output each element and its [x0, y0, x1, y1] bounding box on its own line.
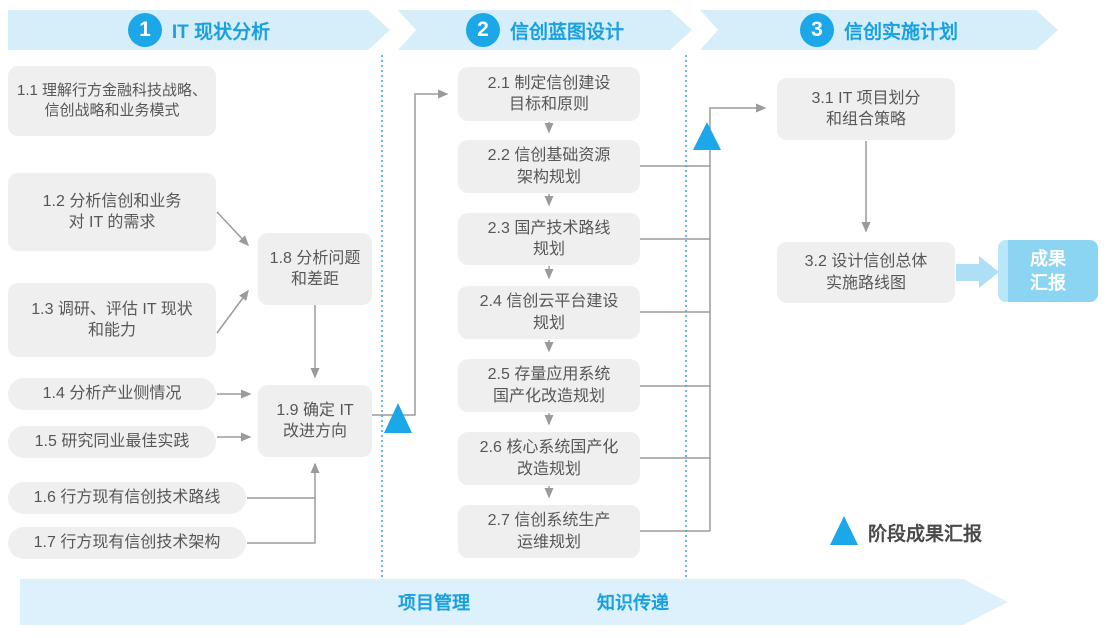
task-text: 和能力 — [87, 322, 136, 339]
task-text: 对 IT 的需求 — [68, 214, 156, 231]
task-box-1-3: 1.3 调研、评估 IT 现状 和能力 — [8, 283, 216, 357]
task-box-1-8: 1.8 分析问题 和差距 — [258, 233, 372, 305]
task-text: 2.3 国产技术路线 — [487, 219, 611, 237]
task-text: 实施路线图 — [825, 274, 906, 292]
task-box-1-4: 1.4 分析产业侧情况 — [8, 378, 216, 410]
task-text: 架构规划 — [516, 168, 581, 186]
result-text: 成果 — [1030, 248, 1066, 269]
task-text: 目标和原则 — [508, 96, 589, 113]
task-text: 2.6 核心系统国产化 — [479, 439, 619, 457]
task-text: 2.1 制定信创建设 — [487, 74, 611, 92]
task-text: 和差距 — [290, 271, 339, 288]
task-box-1-9: 1.9 确定 IT 改进方向 — [258, 385, 372, 457]
phase-2-title: 信创蓝图设计 — [509, 21, 624, 43]
result-arrow-icon — [956, 264, 979, 281]
task-box-2-4: 2.4 信创云平台建设 规划 — [458, 286, 640, 339]
task-text: 2.7 信创系统生产 — [487, 512, 611, 530]
task-text: 规划 — [532, 241, 565, 258]
task-text: 1.7 行方现有信创技术架构 — [33, 534, 221, 552]
milestone-triangle-icon — [693, 122, 721, 150]
task-box-2-1: 2.1 制定信创建设 目标和原则 — [458, 67, 640, 121]
task-text: 1.1 理解行方金融科技战略、 — [16, 82, 208, 100]
task-text: 和组合策略 — [825, 111, 906, 128]
task-text: 1.9 确定 IT — [276, 401, 354, 419]
footer-label-knowledge-transfer: 知识传递 — [597, 593, 669, 613]
phase-banner-2: 2 信创蓝图设计 — [398, 10, 692, 50]
task-text: 1.5 研究同业最佳实践 — [34, 433, 190, 451]
task-text: 2.2 信创基础资源 — [487, 147, 611, 165]
phase-banner-1: 1 IT 现状分析 — [8, 10, 390, 50]
phase-3-number-badge: 3 — [800, 13, 834, 47]
task-box-3-2: 3.2 设计信创总体 实施路线图 — [777, 242, 955, 303]
task-text: 国产化改造规划 — [492, 387, 605, 405]
task-box-3-1: 3.1 IT 项目划分 和组合策略 — [777, 78, 955, 140]
task-box-2-6: 2.6 核心系统国产化 改造规划 — [458, 432, 640, 485]
result-text: 汇报 — [1030, 273, 1066, 293]
bottom-banner: 项目管理 知识传递 — [20, 579, 1008, 625]
phase-2-number-badge: 2 — [466, 13, 500, 47]
phase-3-title: 信创实施计划 — [843, 21, 958, 43]
task-box-1-7: 1.7 行方现有信创技术架构 — [8, 527, 246, 559]
task-text: 2.4 信创云平台建设 — [479, 293, 619, 311]
phase-1-title: IT 现状分析 — [171, 21, 271, 43]
task-text: 信创战略和业务模式 — [44, 102, 180, 119]
task-text: 3.1 IT 项目划分 — [811, 89, 921, 107]
task-box-1-5: 1.5 研究同业最佳实践 — [8, 426, 216, 458]
task-box-2-2: 2.2 信创基础资源 架构规划 — [458, 140, 640, 193]
task-box-1-1: 1.1 理解行方金融科技战略、 信创战略和业务模式 — [8, 66, 216, 136]
milestone-triangle-icon — [384, 403, 412, 433]
task-text: 改造规划 — [516, 460, 581, 478]
task-box-2-5: 2.5 存量应用系统 国产化改造规划 — [458, 359, 640, 412]
task-text: 3.2 设计信创总体 — [804, 253, 928, 271]
task-text: 1.3 调研、评估 IT 现状 — [31, 300, 193, 318]
task-text: 运维规划 — [516, 533, 581, 551]
task-text: 1.2 分析信创和业务 — [42, 192, 182, 210]
task-box-1-6: 1.6 行方现有信创技术路线 — [8, 482, 246, 514]
task-box-1-2: 1.2 分析信创和业务 对 IT 的需求 — [8, 173, 216, 251]
task-text: 改进方向 — [282, 423, 347, 440]
task-box-2-3: 2.3 国产技术路线 规划 — [458, 213, 640, 265]
task-box-2-7: 2.7 信创系统生产 运维规划 — [458, 505, 640, 558]
task-text: 规划 — [532, 314, 565, 332]
phase-1-number-badge: 1 — [128, 13, 162, 47]
legend-milestone-label: 阶段成果汇报 — [868, 524, 983, 545]
task-text: 1.6 行方现有信创技术路线 — [33, 489, 221, 507]
task-text: 2.5 存量应用系统 — [487, 366, 611, 384]
result-arrow-head-icon — [979, 256, 999, 288]
task-text: 1.4 分析产业侧情况 — [42, 385, 182, 403]
phase-banner-3: 3 信创实施计划 — [700, 10, 1058, 50]
legend-triangle-icon — [830, 516, 858, 545]
footer-label-project-management: 项目管理 — [398, 593, 470, 613]
result-report-box: 成果 汇报 — [998, 240, 1098, 302]
task-text: 1.8 分析问题 — [269, 249, 361, 267]
